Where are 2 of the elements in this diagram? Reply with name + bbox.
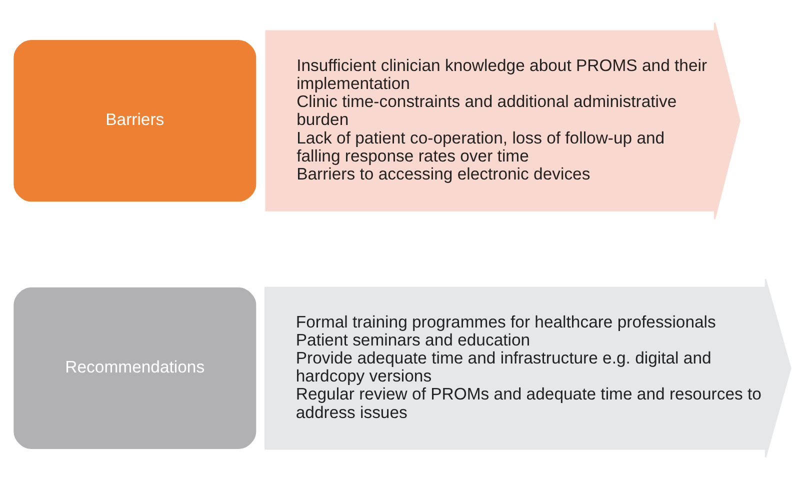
node-box: Recommendations (14, 286, 256, 449)
node-box: Barriers (14, 40, 256, 202)
